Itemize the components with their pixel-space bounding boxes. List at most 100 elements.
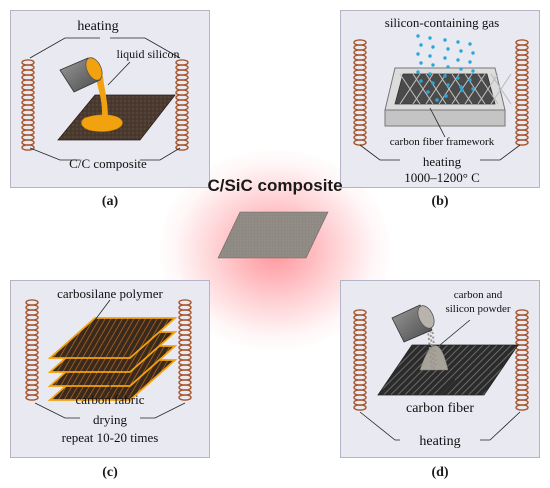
gas-dot [419,43,423,47]
powder-grain [433,349,436,353]
heating-label-a: heating [77,19,118,34]
powder-grain [430,339,433,342]
temperature-label: 1000–1200° C [404,170,480,185]
powder-label-line1: carbon and [454,289,503,301]
coil-turn [515,404,529,411]
powder-grain [431,357,435,360]
heating-leader-a [29,37,100,59]
caption-a: (a) [101,194,119,209]
powder-leader [439,319,471,346]
powder-grain [427,333,430,336]
heating-leader-a-right [110,37,181,59]
liquid-silicon-leader [107,61,131,86]
liquid-silicon-puddle [81,114,123,132]
csic-composite-tile [217,211,329,259]
gas-dot [456,40,460,44]
coil-turn [25,394,39,401]
gas-dot [443,38,447,42]
gas-dot [431,45,435,49]
cc-composite-label: C/C composite [69,156,147,171]
powder-grain [429,351,432,354]
composite-leader-a [29,147,80,161]
coil-d-right [515,309,529,411]
framework-leader [429,107,446,138]
caption-c: (c) [102,465,118,480]
gas-dot [459,85,463,89]
powder-label-line2: silicon powder [445,303,510,315]
powder-pile [419,345,449,371]
fiber-leader [439,379,456,396]
gas-dot [428,72,432,76]
gas-dot [416,34,420,38]
powder-grain [430,343,433,347]
coil-d-left [353,309,367,411]
powder-grain [432,336,435,339]
powder-grain [430,360,433,363]
coil-turn [515,139,529,146]
powder-grain [431,352,434,356]
powder-grain [428,342,431,345]
gas-dot [443,74,447,78]
powder-grain [432,340,435,344]
coil-b-right [515,39,529,146]
gas-dot [446,65,450,69]
framework-label: carbon fiber framework [390,136,495,148]
gas-dot [426,90,430,94]
gas-dot [443,56,447,60]
drying-leader [34,402,80,419]
heating-label-d: heating [419,434,460,449]
powder-grain [429,334,432,338]
gas-dot [435,98,439,102]
gas-dot [444,94,448,98]
gas-dot [456,58,460,62]
repeat-label: repeat 10-20 times [62,430,159,445]
gas-dot [468,60,472,64]
center-title: C/SiC composite [207,176,343,195]
grid-line [490,73,512,105]
polymer-label: carbosilane polymer [57,286,163,301]
drying-label: drying [93,412,127,427]
powder-crucible-icon [391,304,435,343]
gas-dot [459,49,463,53]
coil-a-right [175,59,189,151]
coil-turn [175,144,189,151]
coil-turn [178,394,192,401]
gas-dot [459,67,463,71]
polymer-leader [94,299,111,321]
coil-c-right [178,299,192,401]
powder-grain [429,355,432,359]
heating-leader-d-right [480,411,521,441]
powder-grain [428,346,431,350]
caption-b: (b) [431,194,449,209]
gas-dot [431,81,435,85]
gas-dot [471,87,475,91]
liquid-silicon-label: liquid silicon [117,47,180,61]
gas-dot [468,78,472,82]
coil-a-left [21,59,35,151]
gas-dot [471,69,475,73]
drying-leader-right [140,402,186,419]
coil-b-left [353,39,367,146]
powder-grain [433,354,437,357]
composite-leader-a-right [140,147,181,161]
gas-dot [446,47,450,51]
fabric-layer [47,317,178,359]
coil-c-left [25,299,39,401]
gas-dot [471,51,475,55]
gas-dot [419,79,423,83]
powder-grain [434,358,437,362]
powder-grain [432,361,435,365]
heating-leader-b-right [480,144,521,161]
gas-label: silicon-containing gas [385,15,499,30]
gas-dot [428,54,432,58]
gas-dot [460,88,464,92]
gas-dot [419,61,423,65]
gas-dot [446,83,450,87]
heating-label-b: heating [423,154,462,169]
gas-dot [416,70,420,74]
coil-turn [353,404,367,411]
gas-dot [428,36,432,40]
powder-grain [430,364,433,368]
coil-turn [21,144,35,151]
liquid-silicon-stream [96,76,108,118]
